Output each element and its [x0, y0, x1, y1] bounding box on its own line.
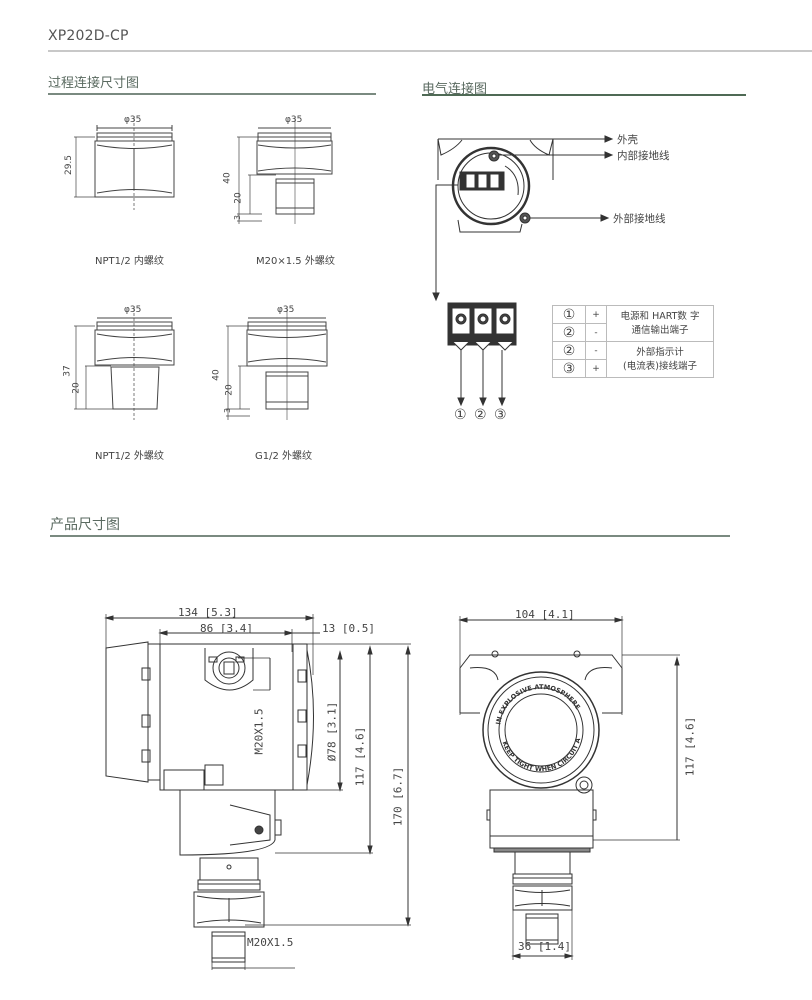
caption-m20-male: M20×1.5 外螺纹	[256, 256, 335, 267]
electrical-wiring-drawing	[432, 135, 614, 407]
dim-front-housing-height: 117 [4.6]	[683, 716, 697, 777]
dim-overall-height: 170 [6.7]	[391, 766, 405, 827]
dim-body-width: 86 [3.4]	[200, 622, 253, 635]
terminal-number-2: ②	[474, 407, 487, 423]
callout-external-ground: 外部接地线	[613, 213, 666, 225]
terminal-num: ①	[552, 305, 586, 324]
dim-cover-diameter: Ø78 [3.1]	[325, 701, 339, 762]
terminal-desc: 外部指示计 (电流表)接线端子	[606, 341, 714, 378]
terminal-desc-line2: (电流表)接线端子	[623, 360, 697, 372]
terminal-table: ① + 电源和 HART数 字 通信输出端子 ② - ② - 外部指示计 (电流…	[552, 305, 714, 378]
terminal-sign: -	[585, 323, 607, 342]
dim-diameter-3: φ35	[124, 305, 142, 315]
page-title: XP202D-CP	[48, 28, 129, 44]
side-view	[104, 614, 411, 970]
terminal-desc-line1: 电源和 HART数 字	[620, 310, 700, 322]
drawing-npt-female	[74, 118, 175, 210]
process-connection-divider	[48, 93, 376, 95]
terminal-number-1: ①	[454, 407, 467, 423]
dim-diameter-1: φ35	[124, 115, 142, 125]
process-connection-drawings	[74, 118, 333, 420]
terminal-desc: 电源和 HART数 字 通信输出端子	[606, 305, 714, 342]
dim-cover-depth: 13 [0.5]	[322, 622, 375, 635]
table-row: ① + 电源和 HART数 字 通信输出端子	[552, 305, 714, 342]
title-divider	[48, 50, 812, 52]
terminal-num: ②	[552, 323, 586, 342]
process-connection-title: 过程连接尺寸图	[48, 76, 140, 91]
table-row: ③ +	[552, 359, 714, 378]
dim-process-thread: M20X1.5	[247, 936, 294, 949]
dim-conduit-thread: M20X1.5	[252, 708, 266, 755]
electrical-connection-title: 电气连接图	[422, 82, 488, 97]
electrical-connection-divider	[422, 94, 746, 96]
terminal-desc-line2: 通信输出端子	[631, 324, 689, 336]
terminal-sign: +	[585, 359, 607, 378]
dim-hex-width: 36 [1.4]	[518, 940, 571, 953]
terminal-desc-line1: 外部指示计	[636, 346, 684, 358]
table-row: ② - 外部指示计 (电流表)接线端子	[552, 341, 714, 378]
drawing-m20-male	[237, 118, 333, 224]
caption-g12-male: G1/2 外螺纹	[255, 451, 313, 462]
terminal-sign: +	[585, 305, 607, 324]
caption-npt-female: NPT1/2 内螺纹	[95, 256, 164, 267]
callout-housing: 外壳	[617, 134, 638, 146]
drawing-npt-male	[74, 308, 175, 420]
front-view	[458, 616, 680, 960]
dim-housing-height: 117 [4.6]	[353, 726, 367, 787]
terminal-num: ②	[552, 341, 586, 360]
product-dimension-drawings: IN EXPLOSIVE ATMOSPHERE KEEP TIGHT WHEN …	[0, 540, 680, 970]
dim-diameter-4: φ35	[277, 305, 295, 315]
terminal-sign: -	[585, 341, 607, 360]
dim-diameter-2: φ35	[285, 115, 303, 125]
terminal-num: ③	[552, 359, 586, 378]
callout-internal-ground: 内部接地线	[617, 150, 670, 162]
dim-front-width: 104 [4.1]	[515, 608, 575, 621]
caption-npt-male: NPT1/2 外螺纹	[95, 451, 164, 462]
terminal-number-3: ③	[494, 407, 507, 423]
product-dimensions-title: 产品尺寸图	[50, 517, 120, 533]
dim-overall-width: 134 [5.3]	[178, 606, 238, 619]
drawing-g12-male	[226, 308, 328, 420]
product-dimensions-divider	[50, 535, 730, 537]
